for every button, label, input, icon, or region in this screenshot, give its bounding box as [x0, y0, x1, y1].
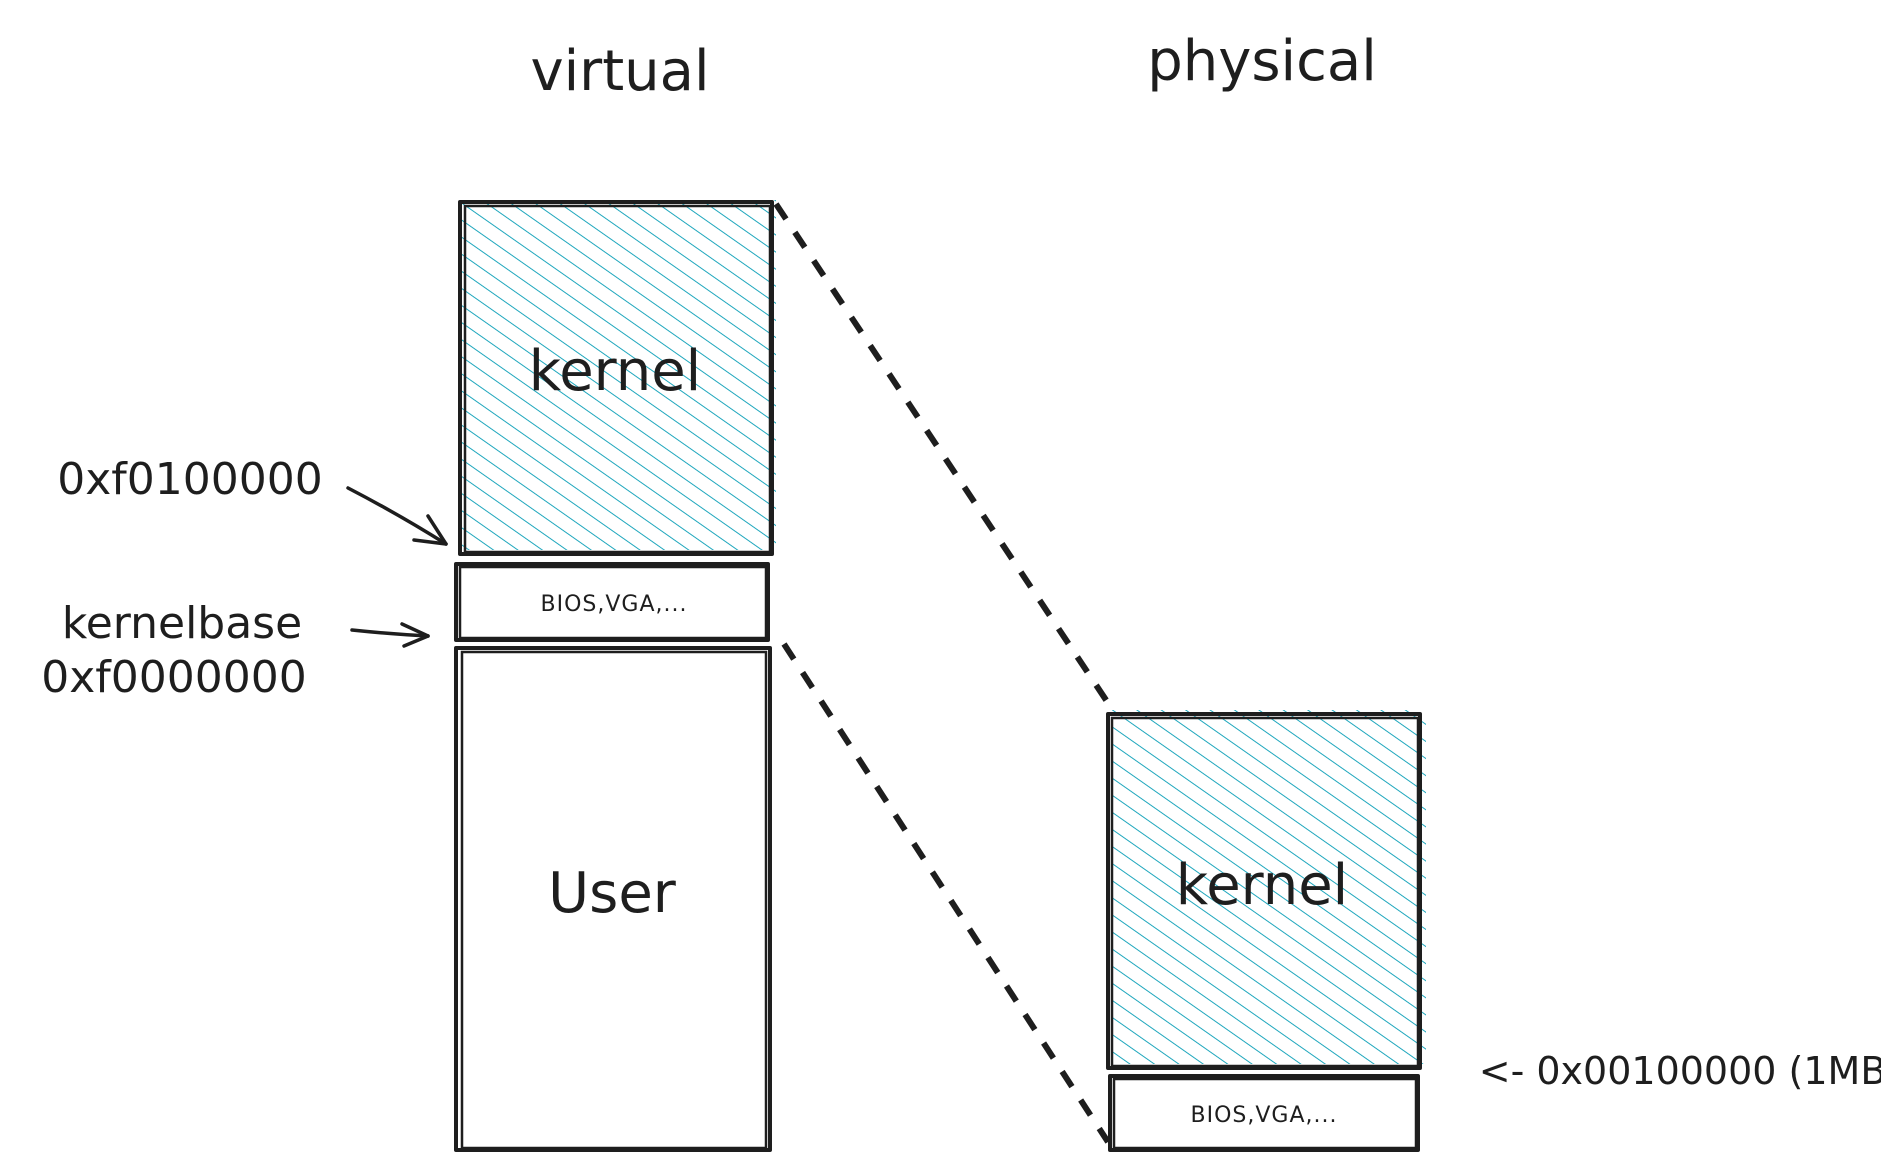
- virtual-kernel-label: kernel: [529, 339, 701, 404]
- virtual-kernel-region: kernel: [458, 200, 776, 556]
- mapping-line-bottom: [781, 642, 1111, 1144]
- physical-column-title: physical: [1147, 29, 1377, 94]
- physical-kernel-label: kernel: [1176, 853, 1348, 918]
- kernel-start-arrow: [346, 486, 448, 546]
- physical-kernel-address: <- 0x00100000 (1MB): [1479, 1049, 1881, 1093]
- virtual-bios-region: BIOS,VGA,...: [454, 562, 770, 642]
- physical-kernel-region: kernel: [1106, 710, 1426, 1070]
- kernel-start-address: 0xf0100000: [57, 454, 322, 505]
- virtual-bios-label: BIOS,VGA,...: [541, 592, 688, 617]
- virtual-user-region: User: [454, 646, 772, 1152]
- kernelbase-name: kernelbase: [62, 598, 302, 649]
- mapping-line-top: [773, 202, 1113, 708]
- kernelbase-address: 0xf0000000: [41, 652, 306, 703]
- virtual-column-title: virtual: [530, 39, 709, 104]
- virtual-user-label: User: [548, 861, 677, 926]
- physical-bios-region: BIOS,VGA,...: [1108, 1074, 1420, 1152]
- physical-bios-label: BIOS,VGA,...: [1191, 1103, 1338, 1128]
- kernelbase-arrow: [350, 622, 430, 648]
